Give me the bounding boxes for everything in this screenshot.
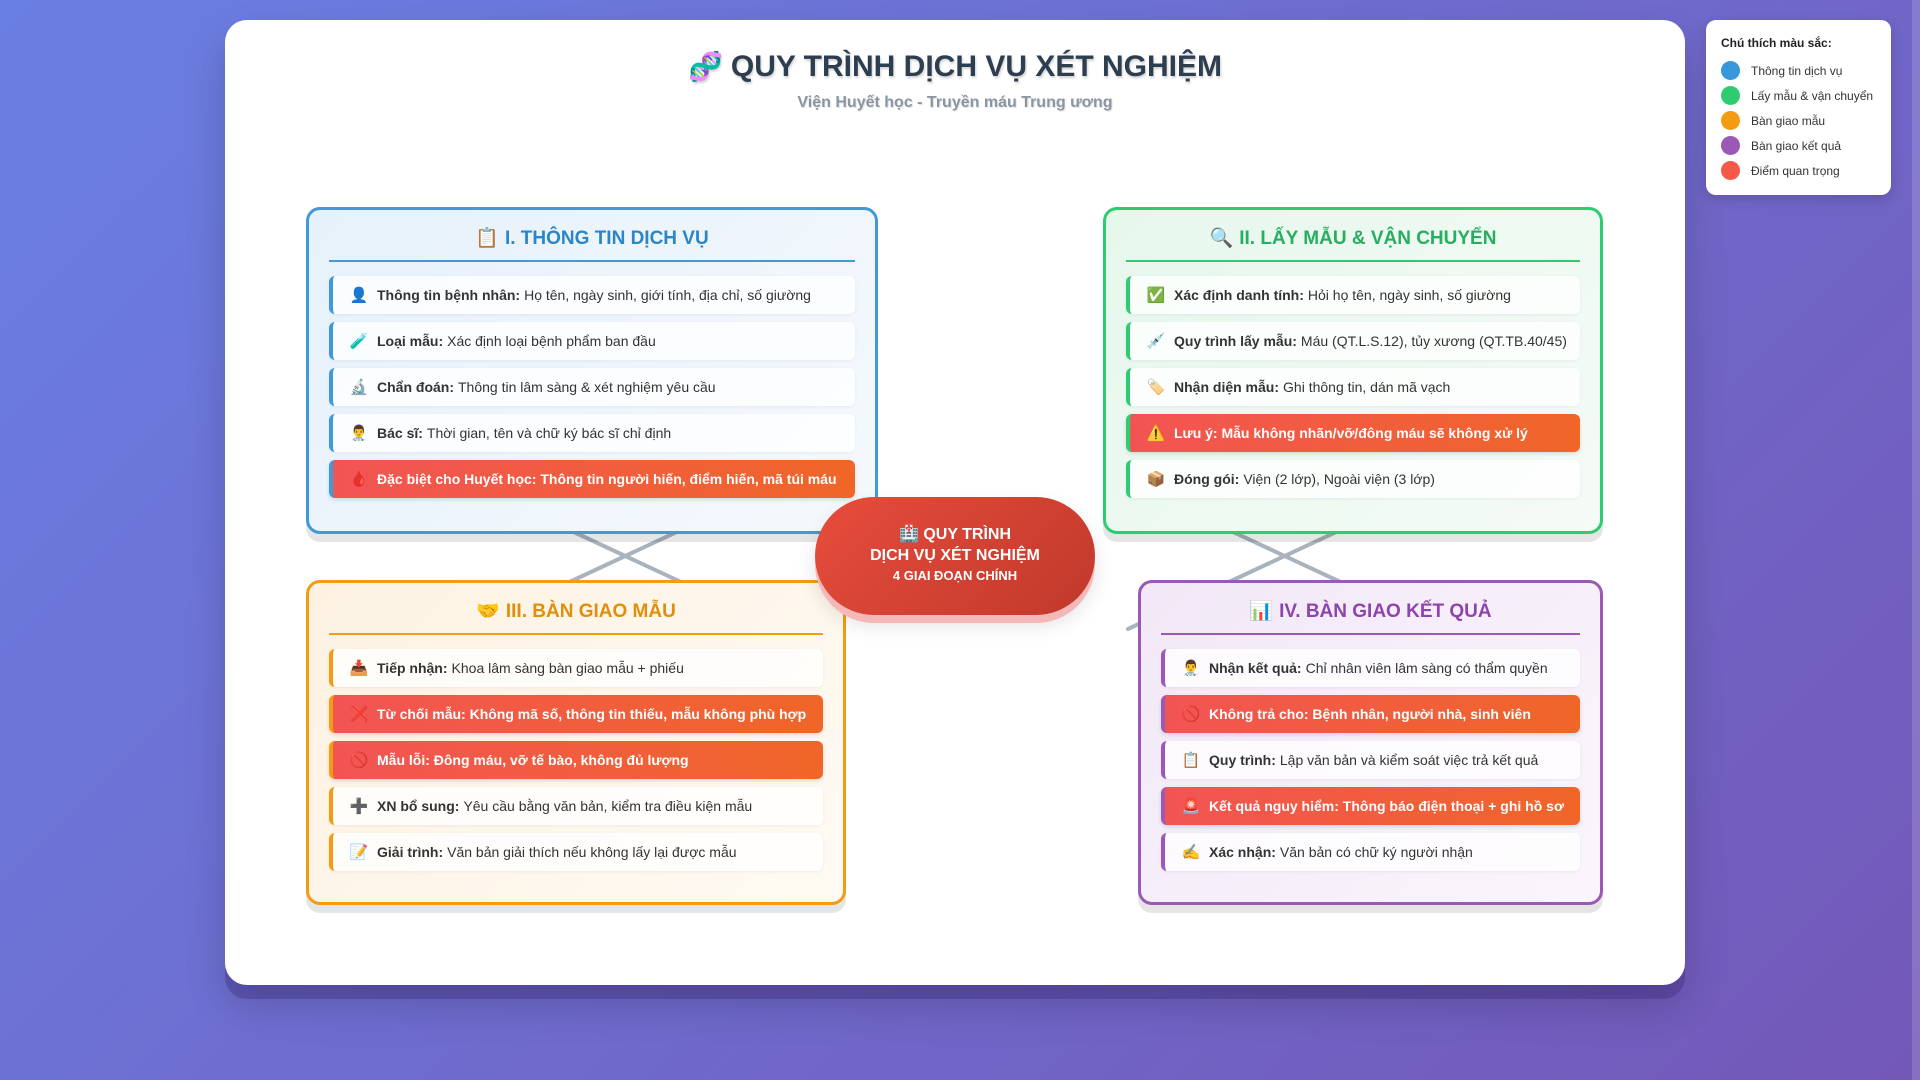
color-legend: Chú thích màu sắc: Thông tin dịch vụ Lấy… xyxy=(1706,20,1891,195)
check-icon: ✅ xyxy=(1146,287,1166,304)
legend-item: Bàn giao mẫu xyxy=(1721,108,1876,133)
plus-icon: ➕ xyxy=(349,798,369,815)
list-item: ✅Xác định danh tính:Hỏi họ tên, ngày sin… xyxy=(1126,276,1580,314)
list-item-important: 🚨Kết quả nguy hiểm: Thông báo điện thoại… xyxy=(1161,787,1580,825)
magnifier-icon: 🔍 xyxy=(1209,228,1234,249)
cross-icon: ❌ xyxy=(349,706,369,723)
handshake-icon: 🤝 xyxy=(476,601,500,622)
tag-icon: 🏷️ xyxy=(1146,379,1166,396)
list-item: 👤Thông tin bệnh nhân:Họ tên, ngày sinh, … xyxy=(329,276,855,314)
list-item: ➕XN bổ sung:Yêu cầu bằng văn bản, kiểm t… xyxy=(329,787,823,825)
list-item: 👨‍⚕️Nhận kết quả:Chỉ nhân viên lâm sàng … xyxy=(1161,649,1580,687)
section-result-handover: 📊IV. BÀN GIAO KẾT QUẢ 👨‍⚕️Nhận kết quả:C… xyxy=(1138,580,1603,905)
hospital-icon: 🏥 xyxy=(898,526,919,543)
legend-item: Điểm quan trọng xyxy=(1721,158,1876,183)
doctor-icon: 👨‍⚕️ xyxy=(1181,660,1201,677)
legend-title: Chú thích màu sắc: xyxy=(1721,36,1832,50)
section-sampling-transport: 🔍II. LẤY MẪU & VẬN CHUYỂN ✅Xác định danh… xyxy=(1103,207,1603,534)
memo-icon: 📝 xyxy=(349,844,369,861)
syringe-icon: 💉 xyxy=(1146,333,1166,350)
microscope-icon: 🔬 xyxy=(349,379,369,396)
page-title-text: QUY TRÌNH DỊCH VỤ XÉT NGHIỆM xyxy=(730,50,1223,83)
legend-swatch xyxy=(1721,86,1740,105)
legend-item: Lấy mẫu & vận chuyển xyxy=(1721,83,1876,108)
dna-icon: 🧬 xyxy=(687,51,723,82)
list-item: 📥Tiếp nhận:Khoa lâm sàng bàn giao mẫu + … xyxy=(329,649,823,687)
person-icon: 👤 xyxy=(349,287,369,304)
legend-swatch xyxy=(1721,61,1740,80)
legend-swatch xyxy=(1721,111,1740,130)
list-item-important: ❌Từ chối mẫu: Không mã số, thông tin thi… xyxy=(329,695,823,733)
list-item-important: ⚠️Lưu ý: Mẫu không nhãn/vỡ/đông máu sẽ k… xyxy=(1126,414,1580,452)
list-item-important: 🩸Đặc biệt cho Huyết học: Thông tin người… xyxy=(329,460,855,498)
list-item: 🏷️Nhận diện mẫu:Ghi thông tin, dán mã vạ… xyxy=(1126,368,1580,406)
legend-item: Bàn giao kết quả xyxy=(1721,133,1876,158)
test-tube-icon: 🧪 xyxy=(349,333,369,350)
list-item: 💉Quy trình lấy mẫu:Máu (QT.L.S.12), tủy … xyxy=(1126,322,1580,360)
prohibited-icon: 🚫 xyxy=(1181,706,1201,723)
clipboard-icon: 📋 xyxy=(475,228,499,249)
center-node: 🏥 QUY TRÌNH DỊCH VỤ XÉT NGHIỆM 4 GIAI ĐO… xyxy=(815,497,1095,615)
writing-hand-icon: ✍️ xyxy=(1181,844,1201,861)
section-title: 🤝III. BÀN GIAO MẪU xyxy=(329,599,823,635)
center-line-2: DỊCH VỤ XÉT NGHIỆM xyxy=(870,547,1040,564)
bar-chart-icon: 📊 xyxy=(1249,601,1274,622)
center-line-1: QUY TRÌNH xyxy=(923,526,1012,543)
siren-icon: 🚨 xyxy=(1181,798,1201,815)
section-service-info: 📋I. THÔNG TIN DỊCH VỤ 👤Thông tin bệnh nh… xyxy=(306,207,878,534)
doctor-icon: 👨‍⚕️ xyxy=(349,425,369,442)
section-title: 📊IV. BÀN GIAO KẾT QUẢ xyxy=(1161,599,1580,635)
clipboard-icon: 📋 xyxy=(1181,752,1201,769)
center-line-3: 4 GIAI ĐOẠN CHÍNH xyxy=(892,568,1018,583)
list-item-important: 🚫Mẫu lỗi: Đông máu, vỡ tế bào, không đủ … xyxy=(329,741,823,779)
section-title: 🔍II. LẤY MẪU & VẬN CHUYỂN xyxy=(1126,226,1580,262)
list-item: 📋Quy trình:Lập văn bản và kiểm soát việc… xyxy=(1161,741,1580,779)
section-sample-handover: 🤝III. BÀN GIAO MẪU 📥Tiếp nhận:Khoa lâm s… xyxy=(306,580,846,905)
list-item: 📝Giải trình:Văn bản giải thích nếu không… xyxy=(329,833,823,871)
list-item-important: 🚫Không trả cho: Bệnh nhân, người nhà, si… xyxy=(1161,695,1580,733)
list-item: 👨‍⚕️Bác sĩ:Thời gian, tên và chữ ký bác … xyxy=(329,414,855,452)
page-scrollbar[interactable] xyxy=(1912,0,1920,1080)
legend-swatch xyxy=(1721,136,1740,155)
prohibited-icon: 🚫 xyxy=(349,752,369,769)
section-title: 📋I. THÔNG TIN DỊCH VỤ xyxy=(329,226,855,262)
list-item: 📦Đóng gói:Viện (2 lớp), Ngoài viện (3 lớ… xyxy=(1126,460,1580,498)
list-item: 🔬Chẩn đoán:Thông tin lâm sàng & xét nghi… xyxy=(329,368,855,406)
package-icon: 📦 xyxy=(1146,471,1166,488)
warning-icon: ⚠️ xyxy=(1146,425,1166,442)
inbox-icon: 📥 xyxy=(349,660,369,677)
blood-drop-icon: 🩸 xyxy=(349,471,369,488)
page-subtitle: Viện Huyết học - Truyền máu Trung ương xyxy=(797,94,1113,111)
legend-item: Thông tin dịch vụ xyxy=(1721,58,1876,83)
list-item: 🧪Loại mẫu:Xác định loại bệnh phẩm ban đầ… xyxy=(329,322,855,360)
list-item: ✍️Xác nhận:Văn bản có chữ ký người nhận xyxy=(1161,833,1580,871)
page-title: 🧬QUY TRÌNH DỊCH VỤ XÉT NGHIỆM xyxy=(225,50,1685,84)
legend-swatch xyxy=(1721,161,1740,180)
